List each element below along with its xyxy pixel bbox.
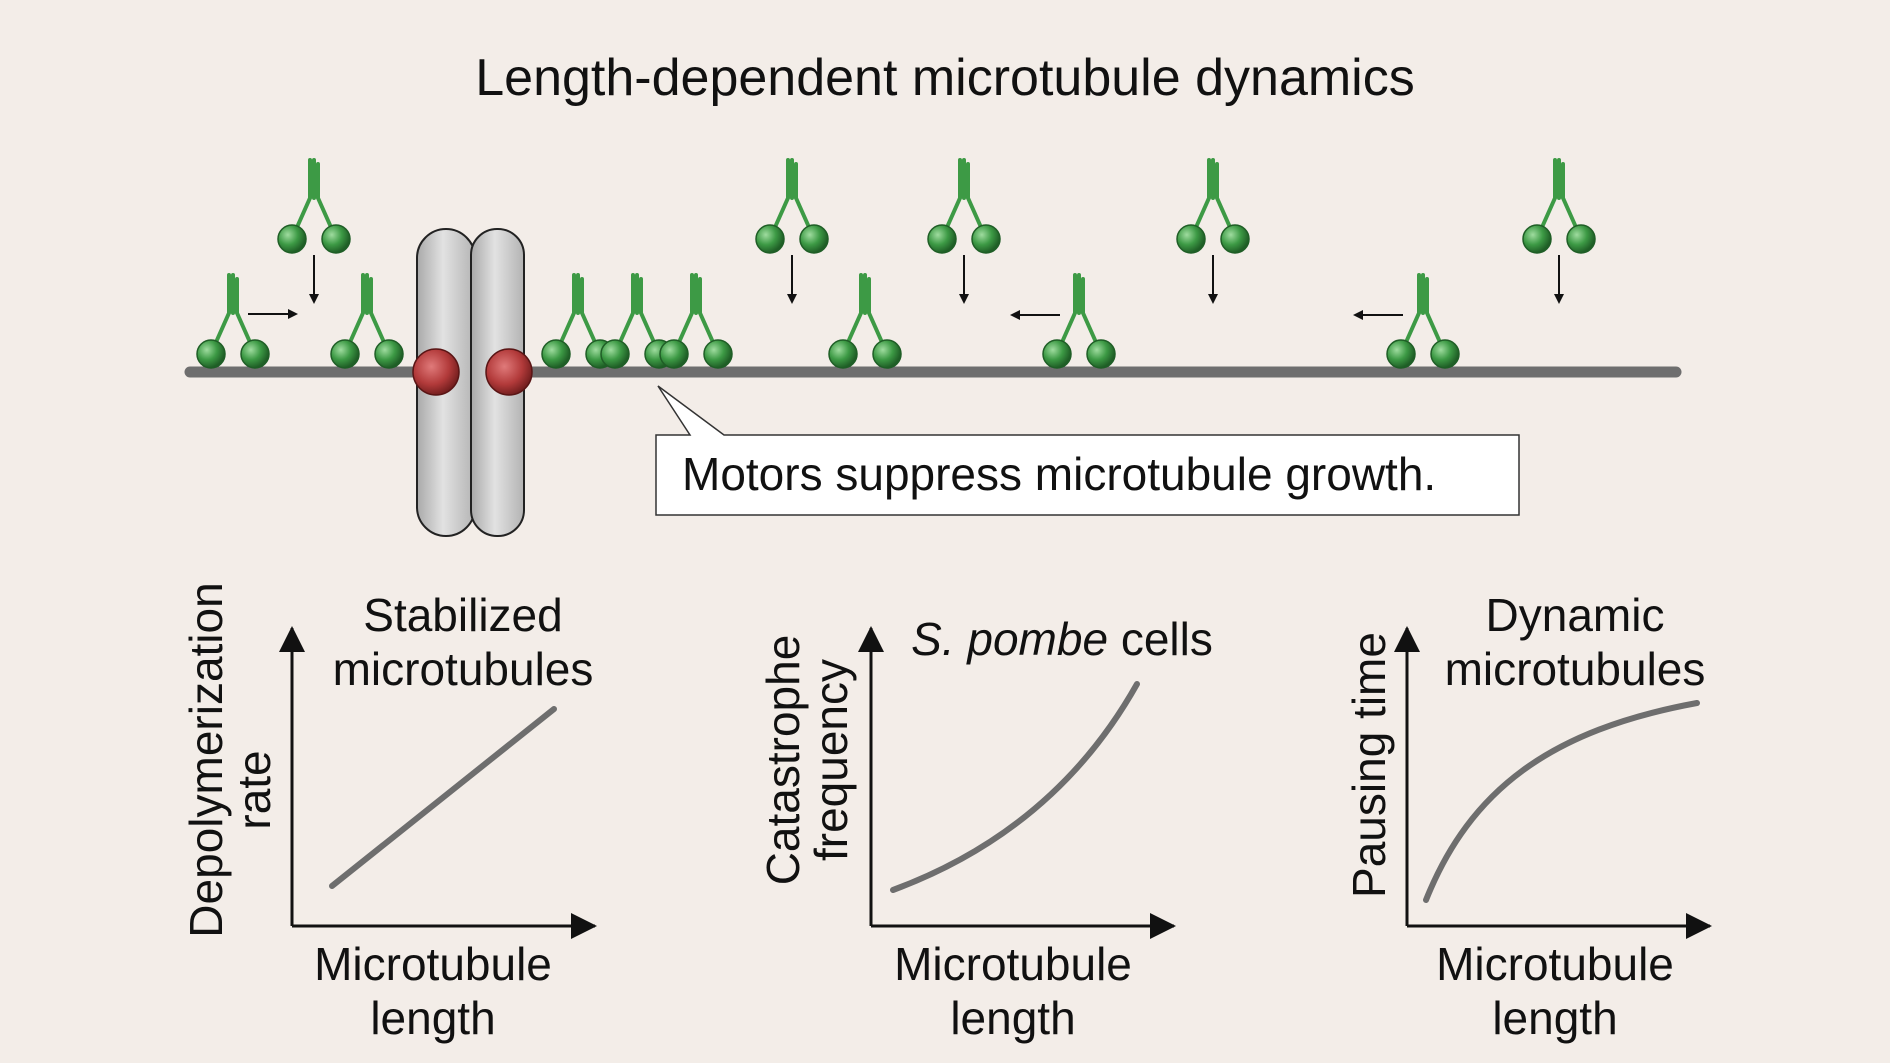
panel-stabilized: Stabilized microtubules Depolymerization… bbox=[180, 582, 597, 1044]
motor-head-icon bbox=[1386, 339, 1416, 369]
panel-title: S. pombe cells bbox=[911, 613, 1213, 665]
x-axis-label-line1: Microtubule bbox=[894, 938, 1132, 990]
motor-head-icon bbox=[703, 339, 733, 369]
trend-curve bbox=[1423, 700, 1700, 903]
motor-head-icon bbox=[374, 339, 404, 369]
motor-head-icon bbox=[541, 339, 571, 369]
kinetochore-left bbox=[412, 348, 460, 396]
x-axis-label-line2: length bbox=[1492, 992, 1617, 1044]
motor-head-icon bbox=[971, 224, 1001, 254]
motor-group bbox=[196, 158, 1596, 369]
motor-protein-icon bbox=[1042, 273, 1116, 369]
y-axis-label-line2: rate bbox=[228, 750, 280, 829]
motor-protein-icon bbox=[1522, 158, 1596, 254]
panel-dynamic: Dynamic microtubules Pausing time Microt… bbox=[1343, 589, 1712, 1044]
motor-head-icon bbox=[600, 339, 630, 369]
motor-protein-icon bbox=[330, 273, 404, 369]
motor-head-icon bbox=[1042, 339, 1072, 369]
motor-protein-icon bbox=[927, 158, 1001, 254]
panel-title-line1: Stabilized bbox=[363, 589, 562, 641]
x-axis-label-line2: length bbox=[370, 992, 495, 1044]
motor-head-icon bbox=[321, 224, 351, 254]
motor-protein-icon bbox=[196, 273, 270, 369]
motor-head-icon bbox=[1086, 339, 1116, 369]
motor-head-icon bbox=[277, 224, 307, 254]
motor-head-icon bbox=[927, 224, 957, 254]
motor-head-icon bbox=[240, 339, 270, 369]
panel-title-rest: cells bbox=[1108, 613, 1213, 665]
panel-title-line2: microtubules bbox=[1445, 643, 1706, 695]
motor-protein-icon bbox=[659, 273, 733, 369]
motor-protein-icon bbox=[828, 273, 902, 369]
x-axis-label-line1: Microtubule bbox=[314, 938, 552, 990]
motor-head-icon bbox=[330, 339, 360, 369]
motor-protein-icon bbox=[1176, 158, 1250, 254]
callout-text: Motors suppress microtubule growth. bbox=[682, 448, 1436, 500]
chromosome bbox=[412, 228, 533, 537]
x-axis-label-line1: Microtubule bbox=[1436, 938, 1674, 990]
motor-head-icon bbox=[1566, 224, 1596, 254]
motor-head-icon bbox=[196, 339, 226, 369]
panel-spombe: S. pombe cells Catastrophe frequency Mic… bbox=[757, 613, 1213, 1044]
y-axis-label: Pausing time bbox=[1343, 632, 1395, 898]
x-axis-label-line2: length bbox=[950, 992, 1075, 1044]
motor-head-icon bbox=[1220, 224, 1250, 254]
motor-head-icon bbox=[1430, 339, 1460, 369]
motor-movement-arrows bbox=[248, 255, 1564, 320]
y-axis-label-line1: Catastrophe bbox=[757, 635, 809, 886]
callout: Motors suppress microtubule growth. bbox=[655, 385, 1520, 516]
motor-head-icon bbox=[799, 224, 829, 254]
motor-head-icon bbox=[659, 339, 689, 369]
kinetochore-right bbox=[485, 348, 533, 396]
y-axis-label-line2: frequency bbox=[805, 659, 857, 861]
y-axis-label-line1: Depolymerization bbox=[180, 582, 232, 937]
motor-head-icon bbox=[755, 224, 785, 254]
motor-protein-icon bbox=[277, 158, 351, 254]
motor-protein-icon bbox=[1386, 273, 1460, 369]
page-title: Length-dependent microtubule dynamics bbox=[475, 49, 1414, 107]
trend-curve bbox=[329, 706, 557, 889]
motor-protein-icon bbox=[755, 158, 829, 254]
panel-title-line1: Dynamic bbox=[1486, 589, 1665, 641]
species-name: S. pombe bbox=[911, 613, 1108, 665]
motor-head-icon bbox=[872, 339, 902, 369]
trend-curve bbox=[890, 681, 1140, 893]
motor-head-icon bbox=[828, 339, 858, 369]
panel-title-line2: microtubules bbox=[333, 643, 594, 695]
motor-head-icon bbox=[1522, 224, 1552, 254]
motor-head-icon bbox=[1176, 224, 1206, 254]
